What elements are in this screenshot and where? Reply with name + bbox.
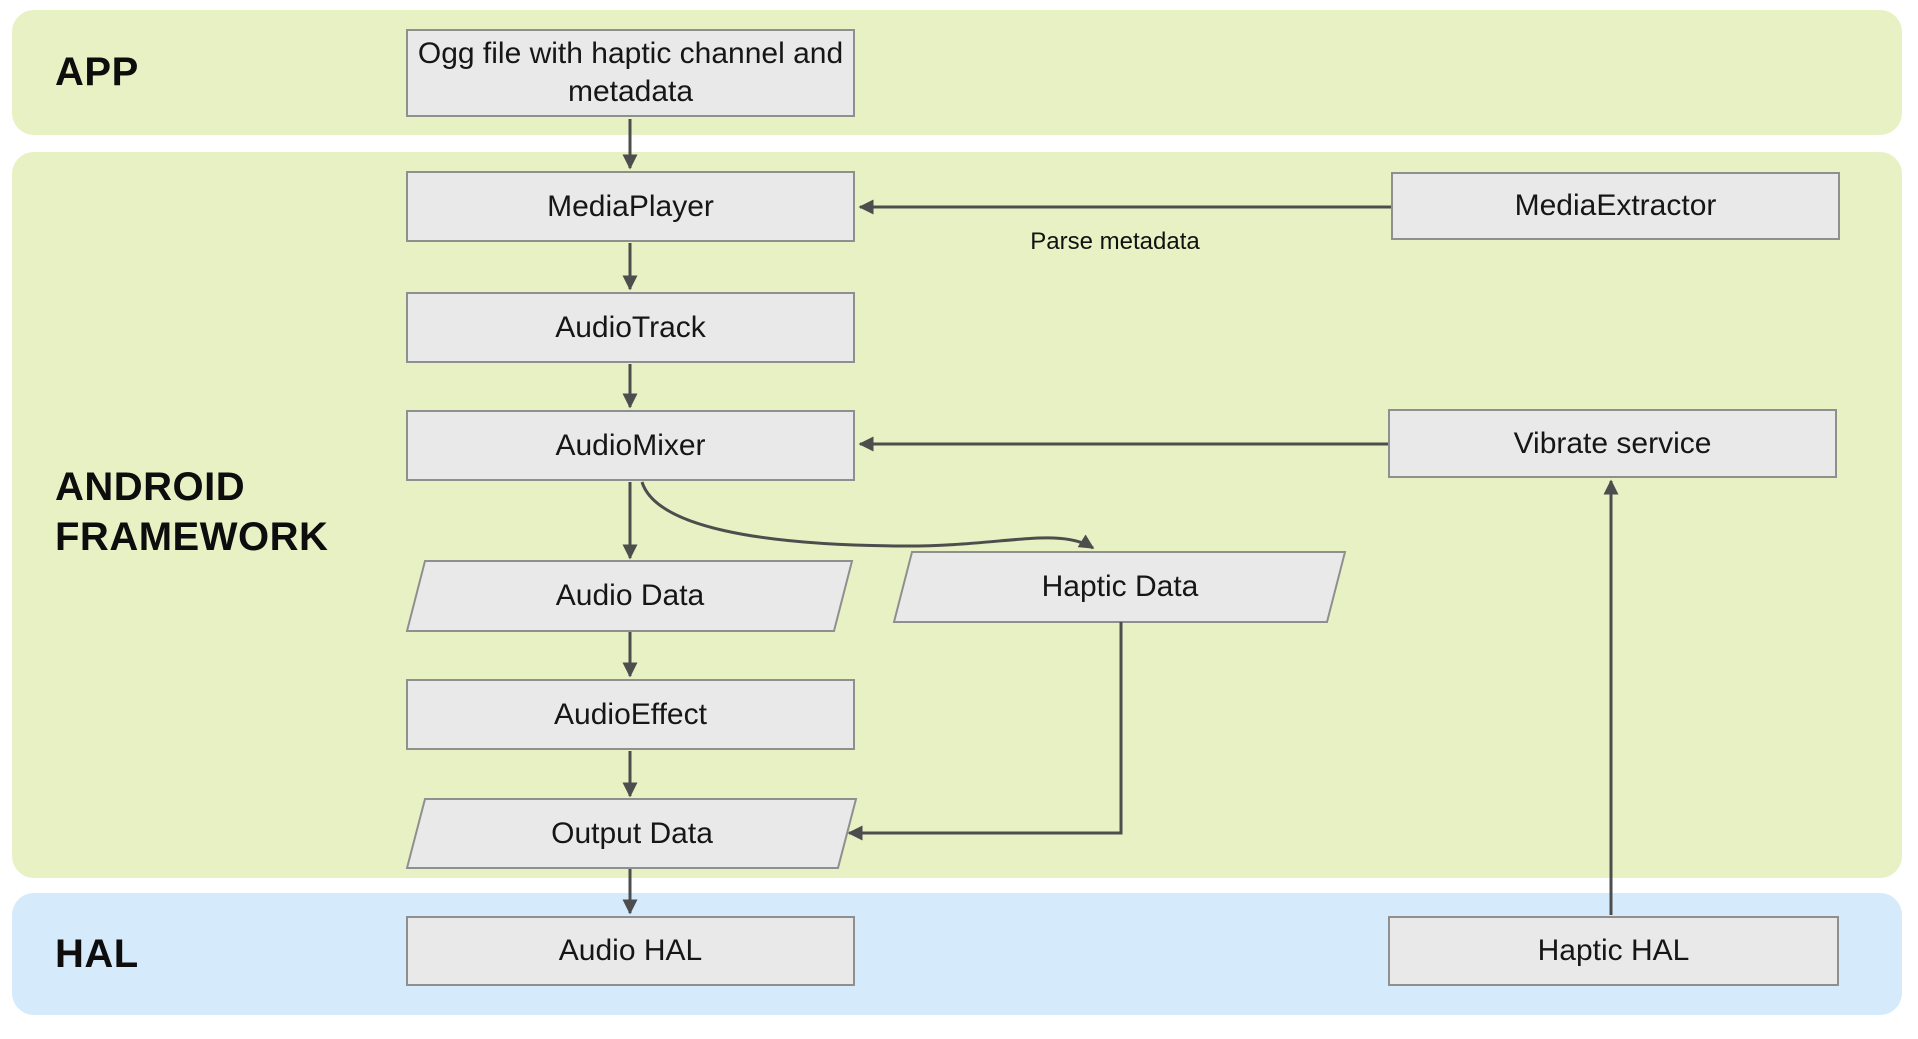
node-audio-track: AudioTrack xyxy=(406,292,855,363)
node-audio-hal: Audio HAL xyxy=(406,916,855,986)
band-label-hal: HAL xyxy=(55,931,139,976)
node-vibrate-service: Vibrate service xyxy=(1388,409,1837,478)
node-audio-mixer-label: AudioMixer xyxy=(555,428,706,462)
node-audio-mixer: AudioMixer xyxy=(406,410,855,481)
node-audio-data-label: Audio Data xyxy=(555,579,705,612)
node-media-player-label: MediaPlayer xyxy=(547,189,714,223)
node-vibrate-service-label: Vibrate service xyxy=(1513,426,1712,460)
node-audio-hal-label: Audio HAL xyxy=(558,934,703,967)
node-audio-track-label: AudioTrack xyxy=(555,310,706,344)
node-ogg-file-label: Ogg file with haptic channel and metadat… xyxy=(417,37,844,108)
node-haptic-hal-label: Haptic HAL xyxy=(1537,934,1690,967)
node-haptic-data-label: Haptic Data xyxy=(1041,570,1199,603)
band-app xyxy=(12,10,1902,135)
node-ogg-file: Ogg file with haptic channel and metadat… xyxy=(406,29,855,117)
band-label-app: APP xyxy=(55,50,139,94)
node-output-data-label: Output Data xyxy=(551,817,713,850)
node-media-extractor: MediaExtractor xyxy=(1391,172,1840,240)
band-label-android-framework: ANDROID FRAMEWORK xyxy=(55,465,329,559)
node-media-player: MediaPlayer xyxy=(406,171,855,242)
node-media-extractor-label: MediaExtractor xyxy=(1514,189,1717,222)
edge-label-parse-metadata: Parse metadata xyxy=(1030,228,1200,255)
node-audio-effect-label: AudioEffect xyxy=(554,697,707,731)
node-audio-effect: AudioEffect xyxy=(406,679,855,750)
node-haptic-hal: Haptic HAL xyxy=(1388,916,1839,986)
